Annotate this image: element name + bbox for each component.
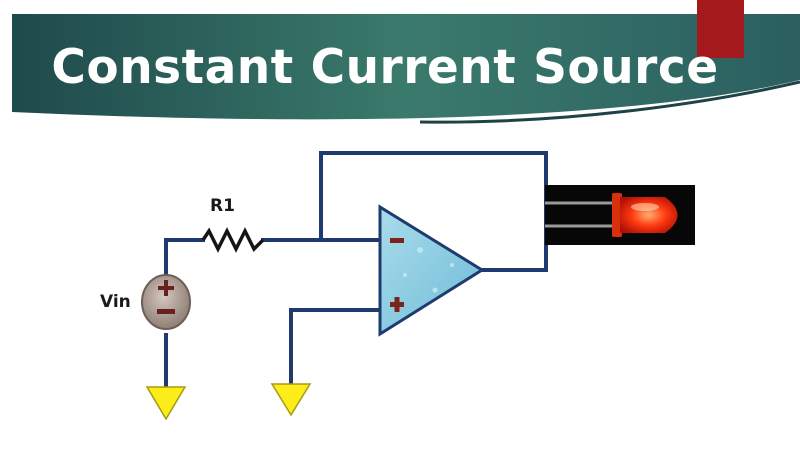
- minus-sign-icon: [157, 309, 175, 314]
- led: [545, 185, 695, 245]
- accent-tab: [697, 0, 744, 58]
- inverting-input-minus-icon: [390, 238, 404, 243]
- ground-left: [145, 386, 187, 421]
- ground-right: [270, 383, 312, 417]
- circuit-wires: [164, 151, 548, 389]
- title-banner: [12, 14, 800, 124]
- resistor-r1: [201, 227, 265, 253]
- voltage-source-vin: [141, 274, 191, 330]
- resistor-label: R1: [210, 196, 235, 216]
- source-label: Vin: [100, 292, 131, 312]
- op-amp: [378, 204, 485, 337]
- slide-title: Constant Current Source: [51, 40, 719, 95]
